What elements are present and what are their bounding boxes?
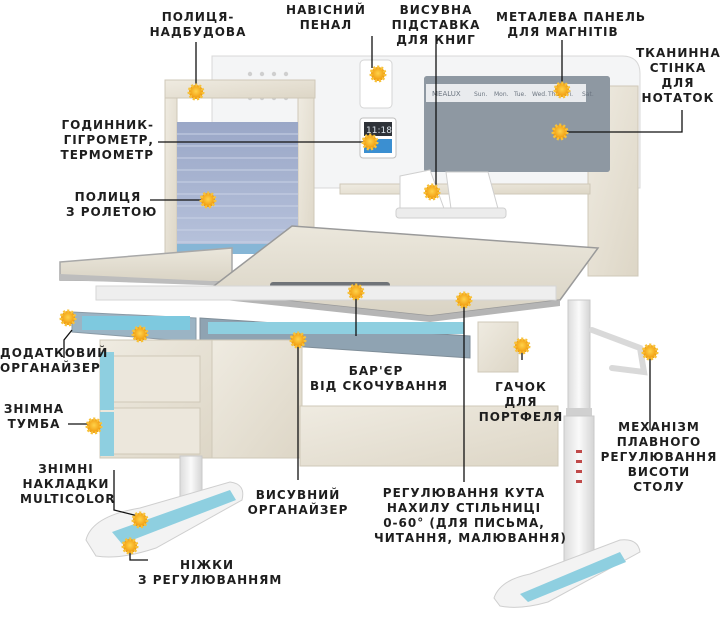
label-book-stand: ВИСУВНА ПІДСТАВКА ДЛЯ КНИГ	[391, 3, 481, 47]
marker-metal-panel[interactable]	[553, 81, 571, 99]
label-pencil-case: НАВІСНИЙ ПЕНАЛ	[286, 3, 366, 32]
marker-legs[interactable]	[121, 537, 139, 555]
marker-bag-hook[interactable]	[513, 337, 531, 355]
board-day-2: Tue.	[513, 91, 526, 98]
label-clock: ГОДИННИК- ГІГРОМЕТР, ТЕРМОМЕТР	[60, 118, 154, 162]
label-barrier: БАР'ЄР ВІД СКОЧУВАННЯ	[310, 364, 449, 393]
label-roller-shelf: ПОЛИЦЯ З РОЛЕТОЮ	[66, 190, 158, 219]
marker-shelf-addon[interactable]	[187, 83, 205, 101]
marker-pencil-case[interactable]	[369, 65, 387, 83]
marker-removable-cabinet[interactable]	[85, 417, 103, 435]
height-crank	[589, 327, 648, 376]
board-day-0: Sun.	[474, 91, 487, 98]
marker-book-stand[interactable]	[423, 183, 441, 201]
book-stand	[395, 169, 507, 219]
marker-covers[interactable]	[131, 511, 149, 529]
label-slide-organizer: ВИСУВНИЙ ОРГАНАЙЗЕР	[247, 488, 349, 517]
label-removable-cabinet: ЗНІМНА ТУМБА	[3, 402, 65, 431]
marker-clock[interactable]	[361, 133, 379, 151]
label-fabric-wall: ТКАНИННА СТІНКА ДЛЯ НОТАТОК	[636, 46, 720, 105]
marker-roller-shelf[interactable]	[199, 191, 217, 209]
markers	[59, 65, 659, 555]
label-legs: НІЖКИ З РЕГУЛЮВАННЯМ	[138, 558, 283, 587]
marker-extra-organizer[interactable]	[59, 309, 77, 327]
board-brand: MEALUX	[432, 90, 461, 98]
marker-fabric-wall[interactable]	[551, 123, 569, 141]
label-metal-panel: МЕТАЛЕВА ПАНЕЛЬ ДЛЯ МАГНІТІВ	[496, 10, 647, 39]
label-extra-organizer: ДОДАТКОВИЙ ОРГАНАЙЗЕР	[0, 346, 109, 375]
marker-slide-organizer[interactable]	[289, 331, 307, 349]
legs	[85, 299, 648, 608]
board-day-3: Wed.	[532, 91, 547, 98]
pencil-case	[359, 59, 393, 109]
marker-height-mech[interactable]	[641, 343, 659, 361]
label-shelf-addon: ПОЛИЦЯ- НАДБУДОВА	[149, 10, 247, 39]
hutch: MEALUX Sun. Mon. Tue. Wed. Thu. Fri. Sat…	[164, 55, 641, 277]
drawers	[71, 311, 559, 467]
marker-covers-2[interactable]	[131, 325, 149, 343]
desk-top	[59, 225, 600, 322]
marker-barrier[interactable]	[347, 283, 365, 301]
clock-display: 11:18	[366, 126, 392, 136]
label-covers: ЗНІМНІ НАКЛАДКИ MULTICOLOR	[20, 462, 116, 506]
board-day-1: Mon.	[494, 91, 509, 98]
label-height-mech: МЕХАНІЗМ ПЛАВНОГО РЕГУЛЮВАННЯ ВИСОТИ СТО…	[600, 420, 718, 494]
label-tilt: РЕГУЛЮВАННЯ КУТА НАХИЛУ СТІЛЬНИЦІ 0-60° …	[374, 486, 567, 545]
label-bag-hook: ГАЧОК ДЛЯ ПОРТФЕЛЯ	[478, 380, 564, 424]
board-day-4: Thu.	[547, 91, 561, 98]
board-day-6: Sat.	[582, 91, 594, 98]
roller-shutter	[177, 122, 298, 254]
marker-tilt[interactable]	[455, 291, 473, 309]
